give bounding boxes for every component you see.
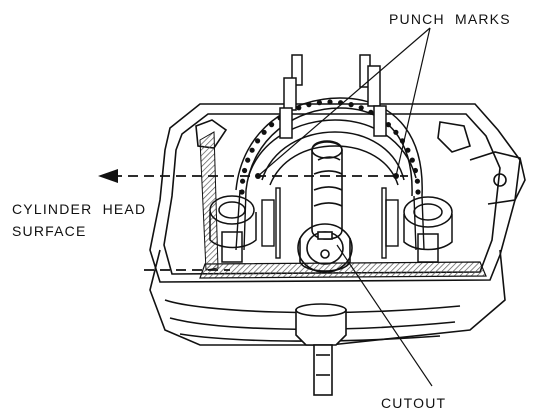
cylinder-head-label-line2: SURFACE: [12, 223, 87, 239]
chain-link: [306, 102, 312, 108]
cylinder-head-label-line1: CYLINDER HEAD: [12, 201, 147, 217]
chain-link: [368, 109, 374, 115]
chain-link: [242, 167, 248, 174]
chain-link: [405, 147, 411, 153]
chain-link: [414, 178, 420, 184]
chain-link: [393, 129, 399, 135]
cylinder-block-body: [149, 249, 506, 346]
chain-link: [296, 105, 302, 111]
cutout-leader: [336, 244, 433, 387]
rocker-arm-right: [403, 196, 453, 263]
cam-end-cutout: [297, 223, 353, 273]
chain-link: [240, 178, 246, 184]
cylinder-head-casting: [149, 103, 521, 283]
chain-link: [239, 189, 245, 195]
chain-link: [327, 99, 333, 105]
chain-link: [358, 105, 364, 111]
cam-sprocket: [247, 119, 417, 186]
chain-link: [261, 129, 267, 135]
chain-link: [409, 157, 415, 163]
chain-link: [415, 189, 421, 195]
punch-marks-label: PUNCH MARKS: [389, 11, 511, 27]
chain-guides: [235, 189, 425, 251]
chain-link: [245, 157, 251, 163]
chain-link: [348, 102, 354, 108]
chain-link: [385, 122, 391, 128]
right-mounting-tab: [469, 151, 526, 205]
chain-link: [255, 138, 261, 144]
chain-link: [269, 122, 275, 128]
chain-link: [249, 147, 255, 153]
spark-plug-cap: [295, 303, 347, 396]
timing-chain: [235, 97, 423, 197]
chain-link: [316, 100, 322, 106]
cutout-label: CUTOUT: [381, 395, 447, 411]
head-surface-arrowhead: [98, 169, 118, 183]
rocker-shafts: [261, 187, 399, 259]
punch-marks-leaders: [257, 27, 431, 177]
head-studs: [279, 54, 387, 139]
head-gasket-surface: [199, 261, 487, 279]
rocker-arm-left: [209, 195, 257, 263]
chain-link: [412, 167, 418, 174]
chain-links: [239, 99, 421, 195]
head-gasket-side: [199, 131, 219, 271]
